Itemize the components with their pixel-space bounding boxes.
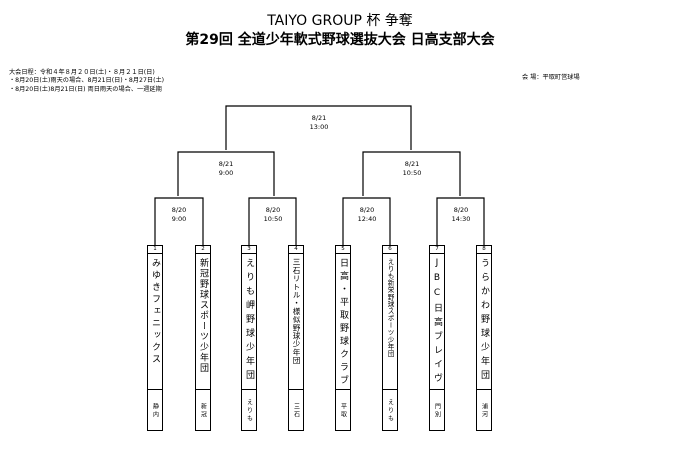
r1-match-2-label: 8/20 10:50 [243, 206, 303, 224]
r1-4-time: 14:30 [451, 215, 471, 223]
semi-right-time: 10:50 [402, 169, 422, 177]
semi-right-date: 8/21 [404, 160, 420, 168]
schedule-info: 大会日程：令和４年８月２０日(土)・８月２１日(日) ・8月20日(土)雨天の場… [9, 69, 164, 94]
schedule-line-2: ・8月20日(土)雨天の場合、8月21日(日)・8月27日(土) [9, 77, 165, 85]
team-box-2: 2 新冠野球スポーツ少年団 新冠 [195, 245, 211, 431]
team-area: 浦河 [480, 402, 488, 419]
bracket-r1-1-line [154, 197, 204, 245]
r1-2-date: 8/20 [265, 206, 281, 214]
team-box-4: 4 三石リトル・様似野球少年団 三石 [288, 245, 304, 431]
team-number: 8 [477, 246, 491, 254]
r1-match-1-label: 8/20 9:00 [149, 206, 209, 224]
team-name: 新冠野球スポーツ少年団 [196, 254, 210, 390]
r1-3-time: 12:40 [357, 215, 377, 223]
final-date: 8/21 [311, 114, 327, 122]
venue-label: 会 場：平取町営球場 [522, 74, 580, 81]
team-name: JBC日高ブレイヴ [430, 254, 444, 390]
bracket-semi-left-line [177, 151, 275, 196]
team-number: 6 [383, 246, 397, 254]
final-time: 13:00 [309, 123, 329, 131]
team-area: 平取 [339, 402, 347, 419]
semi-right-match-label: 8/21 10:50 [382, 160, 442, 178]
r1-1-time: 9:00 [171, 215, 187, 223]
bracket-r1-2-line [248, 197, 297, 245]
team-box-8: 8 うらかわ野球少年団 浦河 [476, 245, 492, 431]
r1-2-time: 10:50 [263, 215, 283, 223]
tournament-title: 第29回 全道少年軟式野球選抜大会 日高支部大会 [185, 32, 495, 48]
team-number: 3 [242, 246, 256, 254]
team-number: 1 [148, 246, 162, 254]
bracket-r1-4-line [436, 197, 485, 245]
team-box-6: 6 えりも新栄野球スポーツ少年団 えりも [382, 245, 398, 431]
r1-3-date: 8/20 [359, 206, 375, 214]
schedule-line-1: 大会日程：令和４年８月２０日(土)・８月２１日(日) [9, 69, 155, 76]
team-name: みゆきフェニックス [148, 254, 162, 390]
team-box-5: 5 日高・平取野球クラブ 平取 [335, 245, 351, 431]
team-number: 7 [430, 246, 444, 254]
team-box-3: 3 えりも岬野球少年団 えりも [241, 245, 257, 431]
team-name: えりも新栄野球スポーツ少年団 [383, 254, 397, 390]
semi-left-time: 9:00 [218, 169, 234, 177]
team-number: 2 [196, 246, 210, 254]
bracket-semi-right-line [362, 151, 461, 196]
final-match-label: 8/21 13:00 [289, 114, 349, 132]
team-area: 新冠 [199, 402, 207, 419]
team-box-7: 7 JBC日高ブレイヴ 門別 [429, 245, 445, 431]
tournament-sponsor-title: TAIYO GROUP 杯 争奪 [267, 13, 413, 29]
r1-1-date: 8/20 [171, 206, 187, 214]
team-name: 日高・平取野球クラブ [336, 254, 350, 390]
schedule-line-3: ・8月20日(土)8月21日(日) 両日雨天の場合、一週延期 [9, 85, 162, 93]
r1-match-4-label: 8/20 14:30 [431, 206, 491, 224]
bracket-final-line [225, 105, 412, 150]
bracket-r1-3-line [342, 197, 391, 245]
team-number: 4 [289, 246, 303, 254]
team-area: 門別 [433, 402, 441, 419]
semi-left-match-label: 8/21 9:00 [196, 160, 256, 178]
team-name: 三石リトル・様似野球少年団 [289, 254, 303, 390]
team-box-1: 1 みゆきフェニックス 静内 [147, 245, 163, 431]
r1-match-3-label: 8/20 12:40 [337, 206, 397, 224]
team-area: えりも [386, 398, 394, 423]
r1-4-date: 8/20 [453, 206, 469, 214]
team-area: えりも [245, 398, 253, 423]
team-area: 三石 [292, 402, 300, 419]
team-name: えりも岬野球少年団 [242, 254, 256, 390]
team-number: 5 [336, 246, 350, 254]
team-name: うらかわ野球少年団 [477, 254, 491, 390]
semi-left-date: 8/21 [218, 160, 234, 168]
team-area: 静内 [151, 402, 159, 419]
